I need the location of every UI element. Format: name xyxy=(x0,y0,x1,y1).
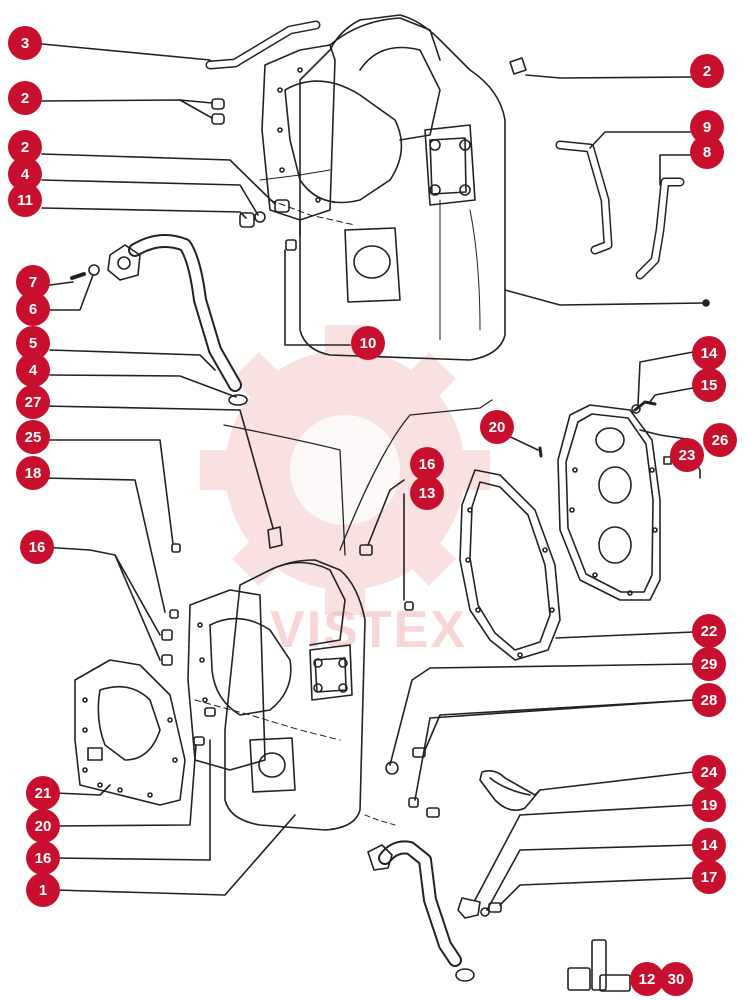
callout-18[interactable]: 18 xyxy=(16,456,50,490)
callout-8[interactable]: 8 xyxy=(690,135,724,169)
callout-2[interactable]: 2 xyxy=(8,81,42,115)
brand-watermark: VISTEX xyxy=(270,601,467,659)
callout-2[interactable]: 2 xyxy=(690,54,724,88)
callout-25[interactable]: 25 xyxy=(16,420,50,454)
callout-16[interactable]: 16 xyxy=(20,530,54,564)
callout-6[interactable]: 6 xyxy=(16,292,50,326)
callout-15[interactable]: 15 xyxy=(692,368,726,402)
callout-17[interactable]: 17 xyxy=(692,860,726,894)
callout-10[interactable]: 10 xyxy=(351,326,385,360)
callout-14[interactable]: 14 xyxy=(692,336,726,370)
callout-3[interactable]: 3 xyxy=(8,26,42,60)
callout-11[interactable]: 11 xyxy=(8,183,42,217)
callout-27[interactable]: 27 xyxy=(16,385,50,419)
callout-1[interactable]: 1 xyxy=(26,873,60,907)
callout-4[interactable]: 4 xyxy=(16,353,50,387)
callout-26[interactable]: 26 xyxy=(703,423,737,457)
callout-20[interactable]: 20 xyxy=(26,809,60,843)
callout-30[interactable]: 30 xyxy=(659,962,693,996)
callout-28[interactable]: 28 xyxy=(692,683,726,717)
callout-20[interactable]: 20 xyxy=(480,410,514,444)
callout-12[interactable]: 12 xyxy=(630,962,664,996)
callout-22[interactable]: 22 xyxy=(692,614,726,648)
callout-21[interactable]: 21 xyxy=(26,776,60,810)
callout-14[interactable]: 14 xyxy=(692,828,726,862)
lower-housing xyxy=(187,559,366,831)
callout-24[interactable]: 24 xyxy=(692,755,726,789)
callout-13[interactable]: 13 xyxy=(410,476,444,510)
callout-16[interactable]: 16 xyxy=(26,841,60,875)
callout-19[interactable]: 19 xyxy=(692,788,726,822)
callout-23[interactable]: 23 xyxy=(670,438,704,472)
upper-housing xyxy=(259,14,710,361)
callout-16[interactable]: 16 xyxy=(410,447,444,481)
callout-29[interactable]: 29 xyxy=(692,647,726,681)
